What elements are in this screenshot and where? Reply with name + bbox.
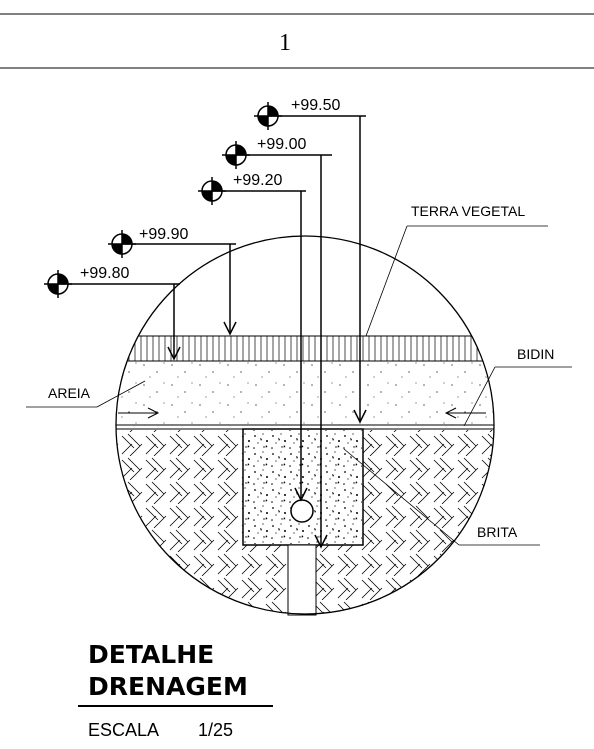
elevation-marker: +99.00 bbox=[222, 136, 332, 549]
elevation-label: +99.20 bbox=[233, 172, 282, 189]
terra-vegetal-label: TERRA VEGETAL bbox=[411, 203, 525, 219]
elevation-marker: +99.50 bbox=[254, 97, 367, 424]
bidin-label: BIDIN bbox=[517, 346, 554, 362]
scale-value: 1/25 bbox=[198, 720, 233, 740]
title-line-1: DETALHE bbox=[88, 640, 214, 669]
topsoil-layer bbox=[116, 336, 494, 361]
sand-layer bbox=[116, 361, 494, 425]
elevation-marker: +99.20 bbox=[198, 172, 308, 502]
detail-circle bbox=[115, 235, 495, 615]
outlet-pipe bbox=[287, 544, 317, 616]
title-line-2: DRENAGEM bbox=[88, 672, 248, 701]
brita-label: BRITA bbox=[477, 524, 518, 540]
elevation-label: +99.00 bbox=[257, 136, 306, 153]
elevation-symbol-icon bbox=[254, 102, 282, 130]
elevation-label: +99.50 bbox=[291, 97, 340, 114]
elevation-label: +99.90 bbox=[139, 226, 188, 243]
elevation-marker: +99.90 bbox=[108, 226, 237, 336]
elevation-label: +99.80 bbox=[80, 265, 129, 282]
terra-vegetal-callout: TERRA VEGETAL bbox=[365, 203, 548, 337]
page-number: 1 bbox=[279, 30, 291, 56]
drain-pipe bbox=[290, 499, 314, 523]
flow-arrow-left bbox=[118, 407, 160, 419]
elevation-marker: +99.80 bbox=[44, 265, 181, 361]
scale-label: ESCALA bbox=[88, 720, 159, 740]
areia-callout: AREIA bbox=[26, 380, 146, 408]
flow-arrow-right bbox=[444, 407, 486, 419]
bidin-callout: BIDIN bbox=[463, 346, 572, 427]
brita-callout: BRITA bbox=[343, 448, 540, 546]
areia-label: AREIA bbox=[48, 385, 91, 401]
